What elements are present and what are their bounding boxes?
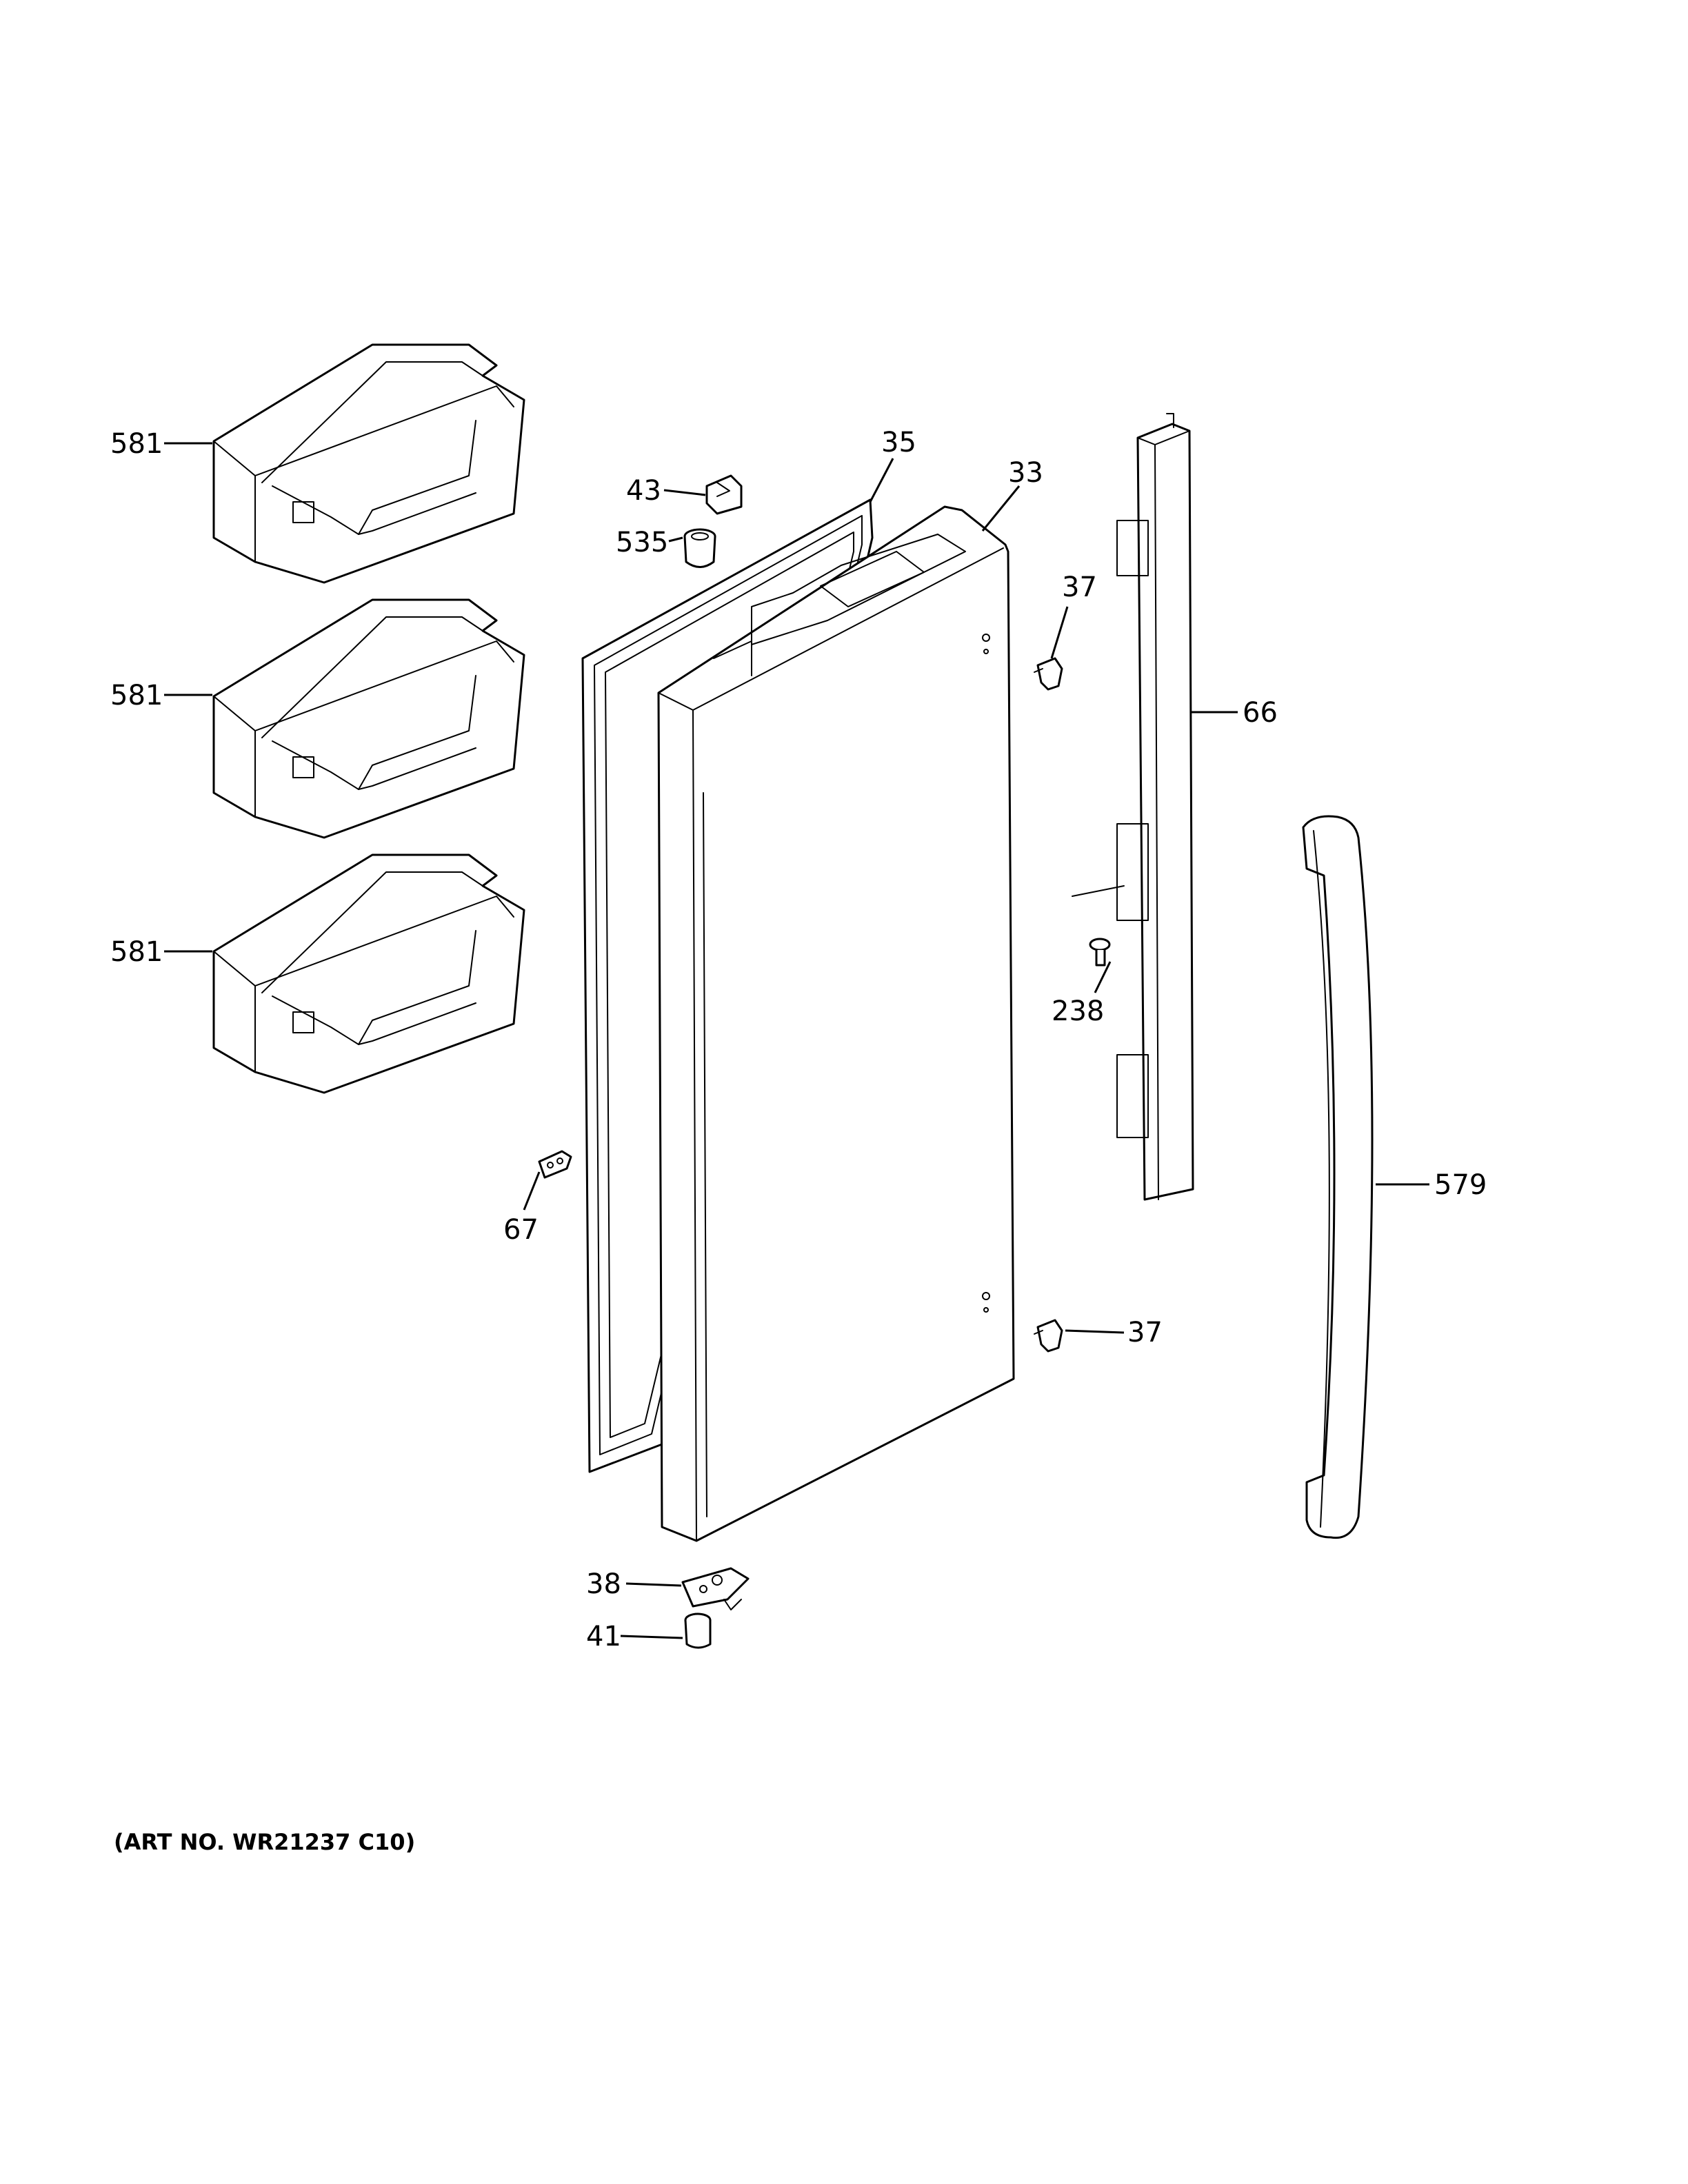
callout-door-stop: 67 — [503, 1214, 539, 1246]
door-bin-top — [212, 343, 525, 584]
callout-handle-trim: 66 — [1243, 697, 1278, 729]
callout-handle-screw: 238 — [1052, 995, 1104, 1027]
callout-bushing-top: 535 — [616, 527, 668, 558]
callout-handle: 579 — [1434, 1169, 1487, 1201]
callout-screw-bottom: 37 — [1127, 1317, 1163, 1348]
leader-lines — [164, 442, 1429, 1639]
screw-top — [1034, 657, 1063, 691]
door-bin-bottom — [212, 853, 525, 1094]
hinge-bushing-bottom — [684, 1612, 712, 1649]
handle-screw — [1089, 938, 1111, 967]
door-panel — [657, 505, 1015, 1542]
callout-hinge-bottom: 38 — [586, 1568, 621, 1600]
art-number: (ART NO. WR21237 C10) — [114, 1829, 415, 1855]
callout-gasket: 35 — [881, 427, 916, 458]
hinge-bottom — [681, 1567, 750, 1610]
callout-bin-bottom: 581 — [110, 936, 163, 968]
hinge-cam — [705, 474, 743, 515]
callout-door: 33 — [1008, 457, 1043, 489]
hinge-bushing-top — [683, 528, 716, 568]
callout-labels: 581 581 581 35 33 43 535 37 37 66 238 57… — [110, 427, 1487, 1652]
door-stop — [538, 1150, 572, 1179]
door-handle — [1302, 815, 1374, 1539]
callout-screw-top: 37 — [1062, 572, 1097, 603]
callout-bin-middle: 581 — [110, 680, 163, 711]
callout-bin-top: 581 — [110, 428, 163, 460]
callout-bushing-bottom: 41 — [586, 1621, 621, 1652]
callout-hinge-cam: 43 — [626, 475, 661, 507]
handle-trim — [1072, 413, 1194, 1201]
door-bin-middle — [212, 598, 525, 839]
screw-bottom — [1034, 1319, 1063, 1353]
